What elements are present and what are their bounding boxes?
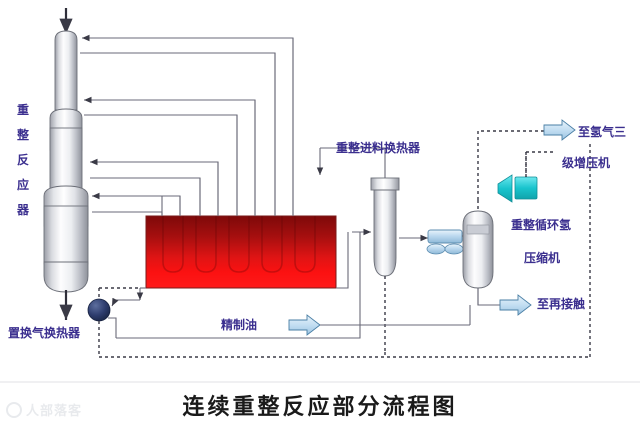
reforming-reactor bbox=[43, 8, 89, 320]
pump-side-inlet bbox=[111, 297, 140, 307]
compressor-driver bbox=[514, 176, 538, 200]
compressor-turbine bbox=[497, 174, 513, 203]
recycle-hydrogen-compressor bbox=[497, 151, 556, 203]
hydrogen-to-booster-line bbox=[477, 126, 567, 200]
label-reforming-reactor: 重整反应器 bbox=[16, 103, 29, 217]
pipe-loop-c bbox=[84, 96, 256, 215]
watermark-text: 人部落客 bbox=[26, 404, 83, 419]
feed-exchanger-shell bbox=[373, 189, 397, 277]
reactor-furnace-pipe-loops bbox=[80, 34, 294, 218]
to-hydrogen-booster-arrow bbox=[543, 119, 576, 141]
label-displacement-gas-exchanger: 置换气换热器 bbox=[8, 326, 81, 340]
furnace-outlet-to-exchanger bbox=[336, 232, 349, 289]
furnace-body bbox=[145, 215, 337, 289]
furnace-internal-tubes bbox=[162, 216, 316, 273]
recontact-arrow bbox=[499, 294, 532, 316]
diagram-title: 连续重整反应部分流程图 bbox=[182, 394, 458, 420]
label-recycle-hydrogen-compressor-line1: 重整循环氢 bbox=[511, 218, 572, 232]
label-to-hydrogen-booster-line2: 级增压机 bbox=[562, 156, 611, 170]
pipe-loop-d bbox=[84, 114, 238, 215]
recontact-pipe bbox=[477, 288, 500, 306]
catalyst-dotted-loop bbox=[99, 142, 591, 358]
label-to-recontacting: 至再接触 bbox=[537, 297, 586, 311]
watermark-logo-icon bbox=[6, 401, 22, 418]
separator-shell bbox=[462, 210, 494, 289]
reactor-stage-3 bbox=[43, 205, 89, 265]
cooler-fan-right bbox=[444, 243, 464, 255]
label-refined-oil: 精制油 bbox=[221, 318, 258, 332]
hydrogen-dotted-header bbox=[477, 126, 567, 200]
reactor-stage-2 bbox=[49, 127, 83, 189]
pump-body bbox=[87, 298, 111, 322]
refined-oil-arrow bbox=[288, 314, 321, 336]
header-to-feed-exchanger bbox=[116, 232, 361, 339]
displacement-gas-exchanger bbox=[87, 287, 144, 357]
label-to-hydrogen-booster-line1: 至氢气三 bbox=[578, 125, 627, 139]
refined-oil-stream bbox=[288, 305, 471, 336]
reactor-stage-1 bbox=[54, 30, 78, 111]
product-cooler bbox=[426, 229, 476, 255]
furnace-riser-tubes bbox=[161, 38, 294, 216]
lower-return-headers bbox=[116, 232, 361, 339]
label-recycle-hydrogen-compressor-line2: 压缩机 bbox=[524, 251, 561, 265]
separator-internal-tray bbox=[466, 224, 490, 235]
feed-exchanger-inlet-top bbox=[320, 147, 386, 178]
pump-discharge bbox=[108, 317, 117, 338]
pipe-loop-a bbox=[82, 34, 294, 215]
cooler-fan-left bbox=[426, 243, 446, 255]
pipe-loop-b bbox=[80, 52, 276, 215]
reactor-bottom-head bbox=[43, 261, 89, 293]
label-reforming-feed-exchanger: 重整进料换热器 bbox=[336, 141, 421, 155]
reforming-heater-furnace bbox=[145, 38, 337, 289]
pipe-loop-e bbox=[90, 158, 219, 215]
to-recontacting-stream bbox=[477, 288, 532, 316]
reforming-feed-exchanger bbox=[316, 147, 428, 352]
watermark: 人部落客 bbox=[6, 400, 82, 419]
feed-exchanger-top-flange bbox=[370, 177, 400, 191]
separator-drum bbox=[462, 200, 494, 305]
cooler-box bbox=[427, 229, 463, 244]
